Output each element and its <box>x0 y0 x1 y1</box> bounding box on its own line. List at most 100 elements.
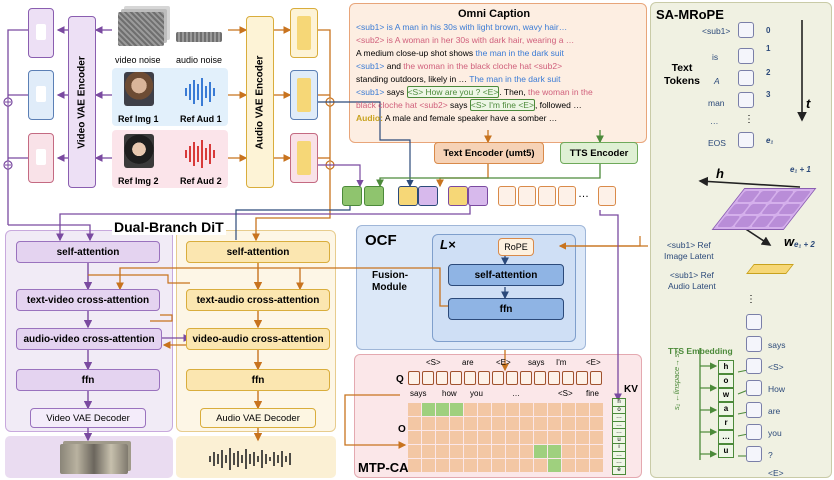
q-token <box>520 371 532 385</box>
rope-token: EOS <box>708 138 726 148</box>
ref-img-2-label: Ref Img 2 <box>118 176 159 186</box>
attention-cell <box>562 403 575 416</box>
ocf-title: OCF <box>365 232 397 249</box>
attention-cell <box>464 445 477 458</box>
attention-cell <box>436 431 449 444</box>
attention-cell <box>548 417 561 430</box>
attention-cell <box>436 403 449 416</box>
ref-audio-latent-label: <sub1> Ref Audio Latent <box>668 270 716 291</box>
rope-token-square <box>738 92 754 108</box>
output-waveform <box>209 448 291 470</box>
caption-line-3b: the man in the dark suit <box>475 48 564 58</box>
caption-line-4: <sub1> and the woman in the black cloche… <box>356 60 562 73</box>
tts-chars-column: h o w a r … u <box>718 360 738 460</box>
attention-cell <box>548 459 561 472</box>
mtp-top-token: <S> <box>426 358 441 367</box>
caption-line-8: Audio: A male and female speaker have a … <box>356 112 557 125</box>
kv-char: e <box>612 465 626 475</box>
rope-index: e₁ <box>766 136 774 145</box>
tts-token: <E> <box>768 468 784 478</box>
q-token <box>478 371 490 385</box>
attention-cell <box>548 403 561 416</box>
q-token <box>436 371 448 385</box>
caption-line-5: standing outdoors, likely in … The man i… <box>356 73 560 86</box>
attention-cell <box>576 403 589 416</box>
attention-cell <box>590 459 603 472</box>
attention-cell <box>450 417 463 430</box>
caption-line-4c: the woman in the black cloche hat <sub2> <box>403 61 563 71</box>
attention-cell <box>520 459 533 472</box>
mtp-top-token: are <box>462 358 474 367</box>
attention-cell <box>576 417 589 430</box>
text-encoder: Text Encoder (umt5) <box>434 142 544 164</box>
attention-cell <box>492 403 505 416</box>
tts-token: ? <box>768 450 773 460</box>
attention-cell <box>534 459 547 472</box>
mtp-top-tokens: <S> are <E> says I'm <E> <box>408 358 608 370</box>
tts-token-list: says <S> How are you ? <E> <box>738 314 828 478</box>
rope-token-square <box>738 48 754 64</box>
tts-token: says <box>768 340 786 350</box>
caption-line-6e: the woman in the <box>527 87 593 97</box>
mtp-bottom-token: you <box>470 389 483 398</box>
omni-caption-panel <box>349 3 647 143</box>
ref-image-latent-label: <sub1> Ref Image Latent <box>664 240 714 261</box>
rope-token: A <box>714 76 720 86</box>
audio-latent-inner-1 <box>297 16 311 50</box>
text-audio-cross-attention: text-audio cross-attention <box>186 289 330 311</box>
mtp-top-token: <E> <box>496 358 511 367</box>
attention-cell <box>478 445 491 458</box>
ref-img-1-photo <box>124 72 154 106</box>
latent-dots-3 <box>36 149 46 165</box>
tts-square <box>746 446 762 462</box>
tts-char: … <box>718 430 734 444</box>
audio-output-panel <box>176 436 336 478</box>
attention-cell <box>590 445 603 458</box>
attention-cell <box>506 403 519 416</box>
audio-ffn: ffn <box>186 369 330 391</box>
attention-cell <box>506 459 519 472</box>
rope-token-list: <sub1> 0 is 1 A 2 man 3 … ⋮ EOS e₁ <box>700 22 800 152</box>
video-noise-icon <box>118 12 164 46</box>
audio-noise-label: audio noise <box>176 55 223 65</box>
rope-token: <sub1> <box>702 26 731 36</box>
latent-token-4 <box>468 186 488 206</box>
linspace-label: s₁ ←linspace→ s₂ <box>672 350 681 410</box>
q-token <box>464 371 476 385</box>
tts-square <box>746 424 762 440</box>
rope-token: … <box>710 116 719 126</box>
mtp-ca-title: MTP-CA <box>358 460 409 475</box>
ocf-ffn: ffn <box>448 298 564 320</box>
attention-cell <box>492 459 505 472</box>
q-token <box>534 371 546 385</box>
video-audio-cross-attention: video-audio cross-attention <box>186 328 330 350</box>
q-token <box>548 371 560 385</box>
attention-cell <box>464 417 477 430</box>
attention-cell <box>436 459 449 472</box>
attention-cell <box>450 445 463 458</box>
video-vae-decoder: Video VAE Decoder <box>30 408 146 428</box>
caption-line-8b: A male and female speaker have a somber … <box>382 113 558 123</box>
attention-cell <box>506 431 519 444</box>
audio-self-attention: self-attention <box>186 241 330 263</box>
q-token <box>506 371 518 385</box>
mtp-bottom-token: says <box>410 389 427 398</box>
caption-line-6d: . Then, <box>499 87 528 97</box>
ref-img-1-label: Ref Img 1 <box>118 114 159 124</box>
caption-line-4b: and <box>384 61 404 71</box>
text-token-4 <box>558 186 576 206</box>
rope-token: man <box>708 98 725 108</box>
attention-cell <box>590 431 603 444</box>
attention-cell <box>548 431 561 444</box>
video-vae-encoder: Video VAE Encoder <box>68 16 96 188</box>
attention-cell <box>534 417 547 430</box>
ocf-fusion-module: Fusion- Module <box>372 270 409 293</box>
attention-cell <box>464 431 477 444</box>
attention-cell <box>464 459 477 472</box>
ocf-self-attention: self-attention <box>448 264 564 286</box>
attention-cell <box>408 459 421 472</box>
audio-latent-inner-3 <box>297 141 311 175</box>
h-axis-label: h <box>716 166 724 181</box>
caption-line-6c: <S> How are you ? <E> <box>406 86 500 98</box>
